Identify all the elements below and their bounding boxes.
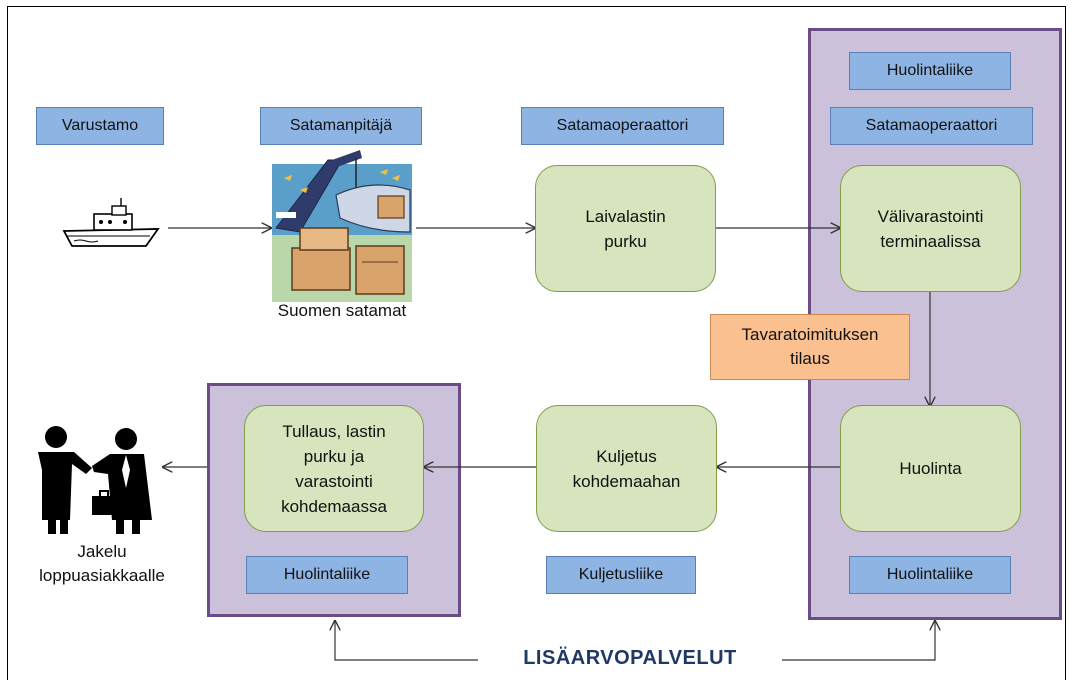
ship-icon [62,198,160,247]
ports-label: Suomen satamat [277,301,407,320]
port-cargo-icon [272,150,412,302]
process-laivalastin-purku: Laivalastin purku [535,165,716,292]
process-valivarastointi: Välivarastointi terminaalissa [840,165,1021,292]
role-satamanpitaja: Satamanpitäjä [260,107,422,145]
role-satamaoperaattori-right: Satamaoperaattori [830,107,1033,145]
process-tullaus: Tullaus, lastin purku ja varastointi koh… [244,405,424,532]
distribution-label: Jakelu loppuasiakkaalle [39,542,165,585]
handshake-icon [38,426,152,534]
process-huolinta: Huolinta [840,405,1021,532]
role-huolintaliike-top: Huolintaliike [849,52,1011,90]
order-box: Tavaratoimituksen tilaus [710,314,910,380]
role-varustamo: Varustamo [36,107,164,145]
role-huolintaliike-right-bottom: Huolintaliike [849,556,1011,594]
value-added-connector-left [335,621,478,661]
role-kuljetusliike: Kuljetusliike [546,556,696,594]
process-kuljetus: Kuljetus kohdemaahan [536,405,717,532]
role-huolintaliike-left-bottom: Huolintaliike [246,556,408,594]
role-satamaoperaattori: Satamaoperaattori [521,107,724,145]
value-added-services-label: LISÄARVOPALVELUT [478,647,782,670]
value-added-connector-right [782,621,935,661]
